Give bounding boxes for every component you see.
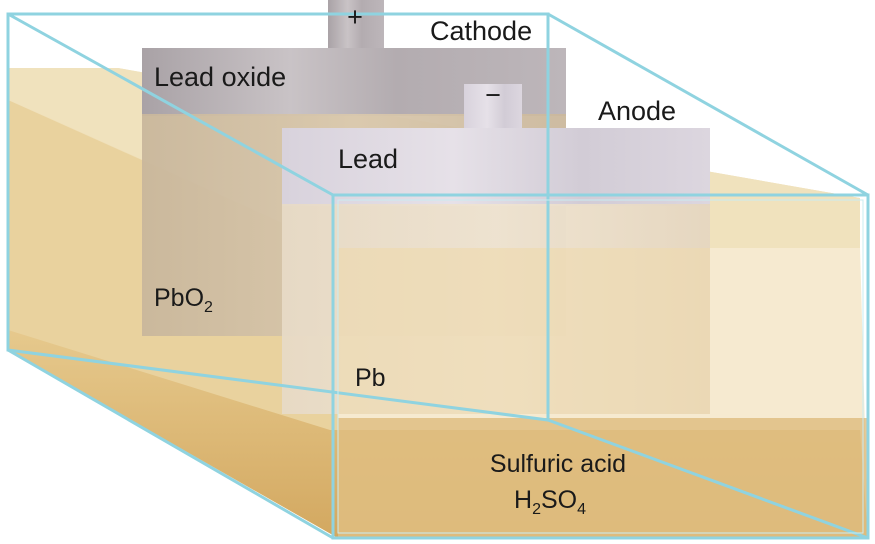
cathode-label: Cathode [430, 16, 532, 46]
lead-oxide-label: Lead oxide [154, 62, 286, 92]
sulfuric-acid-label: Sulfuric acid [490, 450, 626, 478]
pbo2-formula: PbO2 [154, 284, 213, 316]
anode-label: Anode [598, 96, 676, 126]
anode-terminal-sign: − [485, 80, 501, 110]
pb-formula: Pb [355, 364, 386, 392]
glass-tank [6, 12, 870, 540]
cathode-terminal-sign: + [347, 2, 363, 32]
h2so4-formula: H2SO4 [514, 486, 586, 518]
acid-front-bottom [338, 418, 868, 538]
lead-label: Lead [338, 144, 398, 174]
